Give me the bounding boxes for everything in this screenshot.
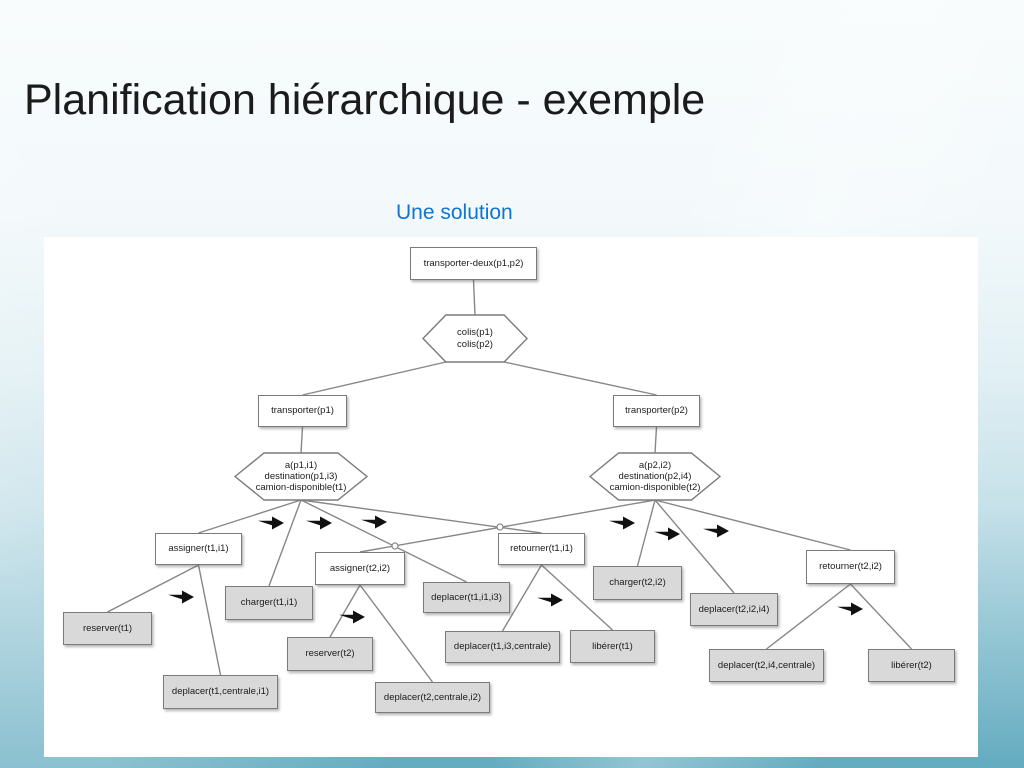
node-label: colis(p2)	[457, 338, 493, 350]
diagram-node-dep_t2_c_i2: deplacer(t2,centrale,i2)	[375, 682, 490, 713]
sequence-arrow-icon	[306, 516, 332, 530]
diagram-edge	[503, 361, 657, 396]
node-label: reserver(t2)	[305, 648, 355, 660]
node-label: deplacer(t2,i4,centrale)	[717, 659, 816, 671]
node-label: libérer(t1)	[592, 640, 633, 652]
node-label: charger(t1,i1)	[240, 597, 298, 609]
diagram-node-reserver2: reserver(t2)	[287, 637, 373, 671]
precondition-hexagon	[233, 452, 369, 501]
diagram-node-charger1: charger(t1,i1)	[225, 586, 313, 620]
slide-title: Planification hiérarchique - exemple	[24, 76, 706, 124]
edge-hop	[496, 523, 504, 531]
node-label: destination(p2,i4)	[618, 470, 692, 482]
node-label: colis(p1)	[457, 327, 493, 339]
diagram-edge	[501, 564, 543, 632]
diagram-node-charger2: charger(t2,i2)	[593, 566, 682, 600]
diagram-edge	[636, 499, 656, 567]
diagram-node-hex_a1: a(p1,i1)destination(p1,i3)camion-disponi…	[235, 453, 367, 500]
sequence-arrow-icon	[654, 527, 680, 541]
node-label: assigner(t2,i2)	[329, 562, 391, 574]
node-label: deplacer(t1,i3,centrale)	[453, 641, 552, 653]
diagram-node-hex_a2: a(p2,i2)destination(p2,i4)camion-disponi…	[590, 453, 720, 500]
diagram-node-dep_t2_i2_i4: deplacer(t2,i2,i4)	[690, 593, 778, 626]
diagram-node-liberer2: libérer(t2)	[868, 649, 955, 682]
sequence-arrow-icon	[339, 610, 365, 624]
node-label: deplacer(t2,i2,i4)	[698, 603, 770, 615]
node-label: transporter(p2)	[625, 405, 688, 417]
node-label: deplacer(t1,i1,i3)	[431, 591, 502, 603]
diagram-node-liberer1: libérer(t1)	[570, 630, 655, 663]
diagram-lines-layer	[107, 279, 913, 683]
diagram-edge	[849, 583, 913, 650]
diagram-edge	[472, 279, 476, 316]
node-label: deplacer(t2,centrale,i2)	[383, 691, 482, 703]
diagram-edge	[300, 499, 467, 583]
sequence-arrow-icon	[168, 590, 194, 604]
diagram-edge	[541, 564, 613, 631]
diagram-node-dep_t1_i1_i3: deplacer(t1,i1,i3)	[423, 582, 510, 613]
sequence-arrow-icon	[361, 515, 387, 529]
diagram-edge	[766, 583, 851, 650]
diagram-panel: transporter-deux(p1,p2) colis(p1)colis(p2…	[44, 237, 978, 757]
precondition-hexagon	[422, 314, 528, 363]
node-label: deplacer(t1,centrale,i1)	[171, 686, 270, 698]
diagram-edge	[302, 361, 447, 396]
node-label: retourner(t1,i1)	[510, 543, 573, 555]
node-label: destination(p1,i3)	[264, 470, 338, 482]
sequence-arrow-icon	[537, 593, 563, 607]
node-label: transporter(p1)	[271, 405, 334, 417]
node-label: a(p2,i2)	[638, 459, 672, 471]
node-label: assigner(t1,i1)	[168, 543, 229, 555]
diagram-edge	[359, 499, 656, 553]
diagram-caption: Une solution	[396, 201, 513, 224]
sequence-arrow-icon	[609, 516, 635, 530]
diagram-edge	[329, 584, 361, 638]
diagram-node-t_p1: transporter(p1)	[258, 395, 347, 427]
diagram-node-hex_colis: colis(p1)colis(p2)	[423, 315, 527, 362]
diagram-node-t_p2: transporter(p2)	[613, 395, 700, 427]
node-label: reserver(t1)	[82, 622, 133, 634]
sequence-arrow-icon	[837, 602, 863, 616]
diagram-edge	[198, 499, 302, 534]
diagram-node-retourner1: retourner(t1,i1)	[498, 533, 585, 565]
diagram-edge	[654, 499, 735, 594]
diagram-node-root: transporter-deux(p1,p2)	[410, 247, 537, 280]
node-label: retourner(t2,i2)	[819, 561, 882, 573]
diagram-node-dep_t2_i4_c: deplacer(t2,i4,centrale)	[709, 649, 824, 682]
diagram-edge	[654, 426, 658, 454]
diagram-edge	[268, 499, 302, 587]
sequence-arrow-icon	[703, 524, 729, 538]
diagram-edge	[197, 564, 222, 676]
diagram-edge	[654, 499, 851, 551]
edge-hop	[391, 542, 399, 550]
node-label: transporter-deux(p1,p2)	[423, 257, 524, 269]
diagram-edge	[300, 426, 304, 454]
precondition-hexagon	[588, 452, 722, 501]
diagram-node-assigner2: assigner(t2,i2)	[315, 552, 405, 585]
diagram-edge	[359, 584, 434, 683]
sequence-arrow-icon	[258, 516, 284, 530]
node-label: camion-disponible(t2)	[609, 482, 701, 494]
diagram-node-retourner2: retourner(t2,i2)	[806, 550, 895, 584]
diagram-node-dep_t1_i3_c: deplacer(t1,i3,centrale)	[445, 631, 560, 663]
node-label: camion-disponible(t1)	[255, 482, 347, 494]
diagram-edge	[300, 499, 542, 534]
diagram-node-assigner1: assigner(t1,i1)	[155, 533, 242, 565]
node-label: libérer(t2)	[891, 659, 932, 671]
diagram-node-reserver1: reserver(t1)	[63, 612, 152, 645]
node-label: charger(t2,i2)	[609, 577, 666, 589]
diagram-node-dep_t1_c_i1: deplacer(t1,centrale,i1)	[163, 675, 278, 709]
diagram-edge	[107, 564, 199, 613]
node-label: a(p1,i1)	[284, 459, 318, 471]
